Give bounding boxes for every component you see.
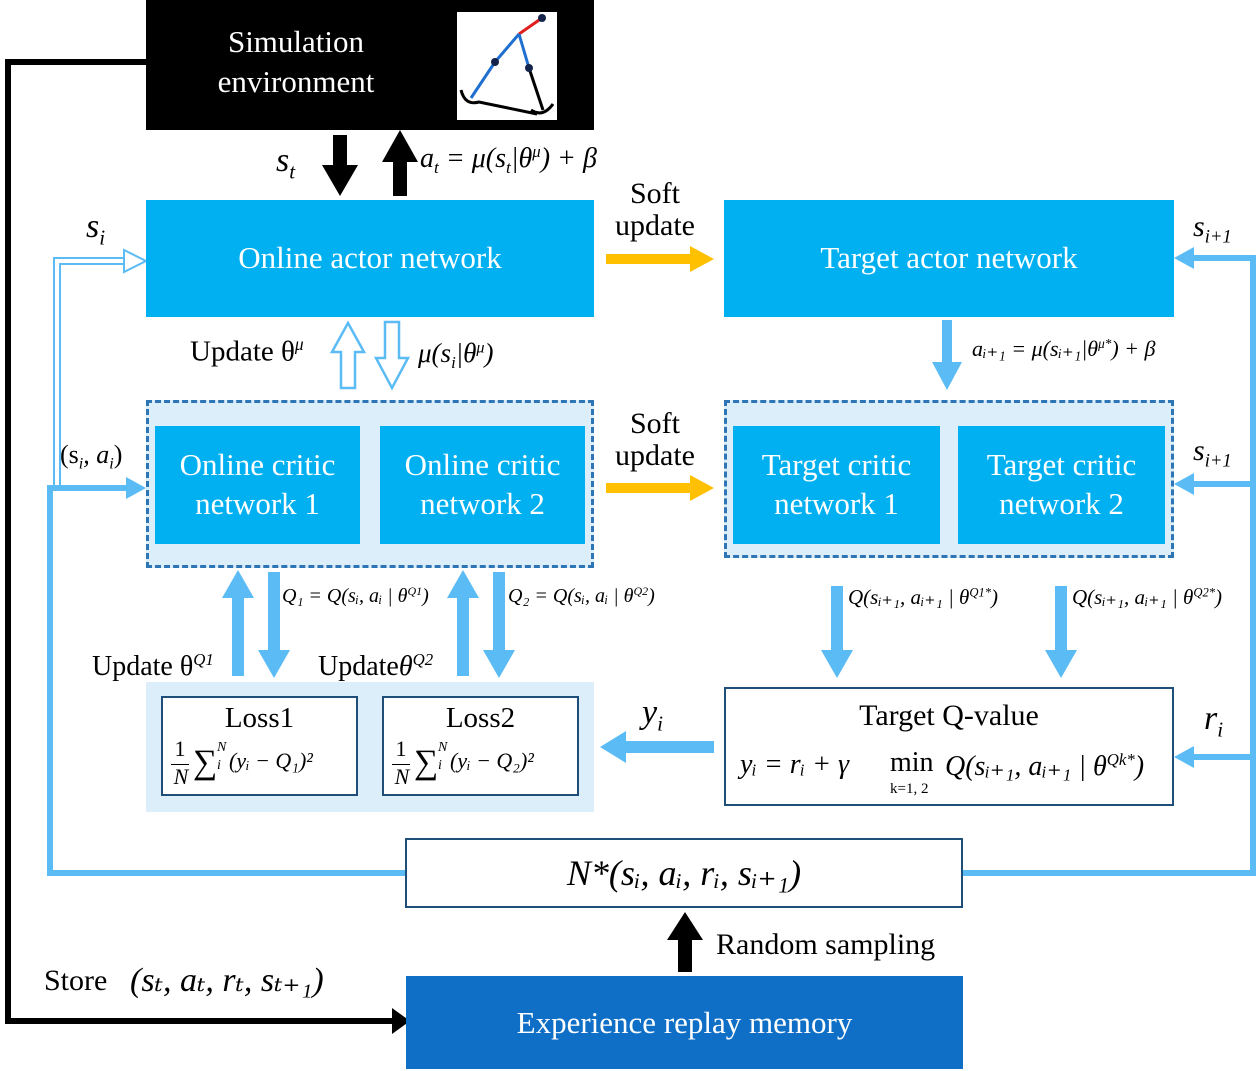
update-theta-mu-label: Update θμ — [190, 334, 304, 368]
si-label: si — [86, 208, 106, 250]
actor-input-line — [53, 257, 126, 488]
actor-input-arrowhead — [123, 248, 149, 274]
target-q-value-box: Target Q-value yᵢ = rᵢ + γ min k=1, 2 Q(… — [724, 687, 1174, 806]
experience-replay-memory: Experience replay memory — [406, 976, 963, 1069]
target-critic-2-label: Target critic network 2 — [986, 447, 1137, 521]
q2-formula: Q₂ = Q(sᵢ, aᵢ | θQ2) — [508, 584, 655, 608]
update-theta-q2-label: UpdateθQ2 — [318, 650, 434, 683]
random-sampling-label: Random sampling — [716, 928, 936, 961]
store-label: Store — [44, 964, 108, 997]
state-st-label: st — [276, 142, 296, 184]
store-arrowhead — [392, 1008, 410, 1034]
action-at-formula: at = μ(st|θμ) + β — [420, 142, 597, 178]
target-actor-label: Target actor network — [820, 240, 1078, 276]
target-q2-formula: Q(sᵢ₊₁, aᵢ₊₁ | θQ2*) — [1072, 585, 1223, 609]
loss1-box: Loss1 1 N ∑ N i (yᵢ − Q₁)² — [161, 696, 358, 796]
reward-input-arrowhead — [1174, 746, 1194, 768]
simulation-label: Simulation environment — [196, 22, 396, 102]
robot-leg-image — [457, 12, 557, 120]
si1-mid-label: si+1 — [1193, 434, 1232, 472]
critic-input-arrowhead — [126, 477, 146, 499]
batch-right-line — [963, 255, 1256, 876]
loss1-title: Loss1 — [224, 702, 295, 734]
memory-label: Experience replay memory — [516, 1004, 853, 1040]
minibatch-label: N*(sᵢ, aᵢ, rᵢ, sᵢ₊₁) — [566, 853, 802, 893]
batch-left-line — [47, 485, 405, 876]
mu-si-label: μ(si|θμ) — [418, 338, 494, 372]
q1-formula: Q₁ = Q(sᵢ, aᵢ | θQ1) — [282, 584, 429, 608]
target-actor-network: Target actor network — [724, 200, 1174, 317]
sim-label-line2: environment — [217, 64, 375, 99]
store-tuple: (sₜ, aₜ, rₜ, sₜ₊₁) — [130, 962, 324, 999]
loss2-title: Loss2 — [445, 702, 516, 734]
target-q1-formula: Q(sᵢ₊₁, aᵢ₊₁ | θQ1*) — [848, 585, 999, 609]
simulation-environment-box: Simulation environment — [146, 0, 594, 130]
online-critic-1-label: Online critic network 1 — [179, 447, 336, 521]
si-ai-label: (si, ai) — [60, 440, 123, 473]
loss2-formula: 1 N ∑ N i (yᵢ − Q₂)² — [390, 734, 580, 792]
target-actor-input-arrowhead — [1174, 247, 1194, 269]
ri-label: ri — [1204, 700, 1224, 742]
online-critic-2-label: Online critic network 2 — [404, 447, 561, 521]
sim-label-line1: Simulation — [227, 24, 365, 59]
minibatch-box: N*(sᵢ, aᵢ, rᵢ, sᵢ₊₁) — [405, 838, 963, 908]
loss2-box: Loss2 1 N ∑ N i (yᵢ − Q₂)² — [382, 696, 579, 796]
update-theta-q1-label: Update θQ1 — [92, 650, 214, 683]
online-critic-network-1: Online critic network 1 — [155, 426, 360, 544]
store-loop-line — [5, 59, 392, 1024]
target-critic-input-arrowhead — [1174, 473, 1194, 495]
a-i1-formula: aᵢ₊₁ = μ(sᵢ₊₁|θμ*) + β — [972, 336, 1156, 361]
target-critic-1-label: Target critic network 1 — [761, 447, 912, 521]
online-actor-network: Online actor network — [146, 200, 594, 317]
target-q-title: Target Q-value — [859, 699, 1039, 732]
target-q-formula: yᵢ = rᵢ + γ min k=1, 2 Q(sᵢ₊₁, aᵢ₊₁ | θQ… — [740, 747, 1145, 797]
online-critic-network-2: Online critic network 2 — [380, 426, 585, 544]
si1-top-label: si+1 — [1193, 210, 1232, 248]
yi-label: yi — [642, 694, 663, 736]
target-critic-network-1: Target critic network 1 — [733, 426, 940, 544]
target-critic-network-2: Target critic network 2 — [958, 426, 1165, 544]
loss1-formula: 1 N ∑ N i (yᵢ − Q₁)² — [169, 734, 359, 792]
online-actor-label: Online actor network — [238, 240, 502, 276]
